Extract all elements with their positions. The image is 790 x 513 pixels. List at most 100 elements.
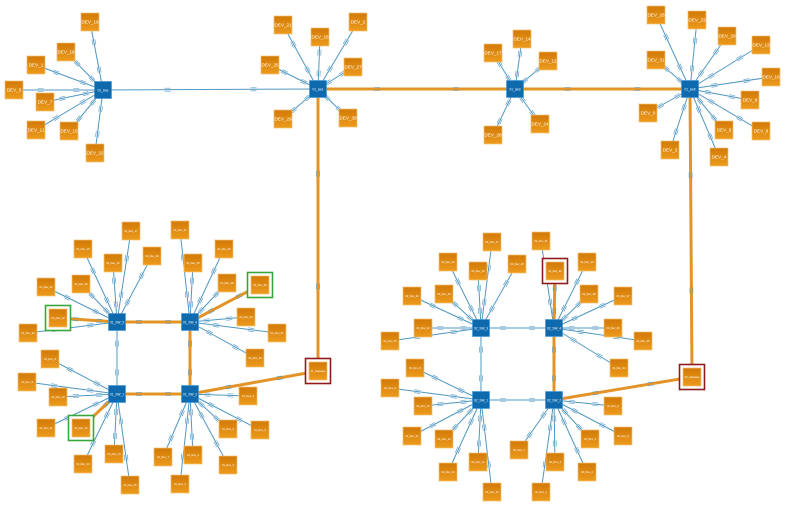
switch-node[interactable]: 01_SW_2 <box>181 385 199 403</box>
device-node[interactable]: 01_Dev_14 <box>104 444 124 464</box>
device-node[interactable]: 01_Dev_2 <box>170 474 190 494</box>
device-link[interactable] <box>112 393 119 455</box>
device-link[interactable] <box>189 321 256 359</box>
device-link[interactable] <box>414 367 482 401</box>
device-link[interactable] <box>553 261 588 329</box>
device-node[interactable]: 01_Dev_28 <box>217 273 237 293</box>
device-node[interactable]: 01_Dev_16 <box>103 253 123 273</box>
device-link[interactable] <box>26 381 118 395</box>
device-node[interactable]: 01_Dev_17 <box>121 221 141 241</box>
device-link[interactable] <box>476 270 483 329</box>
device-node[interactable]: 02_Dev_21 <box>402 286 422 306</box>
device-link[interactable] <box>115 322 119 394</box>
device-link[interactable] <box>317 21 359 90</box>
device-node[interactable]: 01_Dev_3 <box>218 455 238 475</box>
device-link[interactable] <box>669 88 691 151</box>
device-node[interactable]: 01_Dev_31 <box>267 323 287 343</box>
device-node[interactable]: 02_Dev_27 <box>613 286 633 306</box>
device-node[interactable]: DEV_3 <box>660 140 680 160</box>
device-node[interactable]: 01_Dev_24 <box>245 348 265 368</box>
device-link[interactable] <box>116 393 131 486</box>
device-link[interactable] <box>422 399 482 407</box>
device-node[interactable]: 02_Dev_8 <box>405 358 425 378</box>
device-node[interactable]: 01_Dev_20 <box>71 274 91 294</box>
device-link[interactable] <box>553 327 644 342</box>
device-link[interactable] <box>116 230 132 323</box>
device-node[interactable]: 01_Dev_21 <box>36 277 56 297</box>
device-link[interactable] <box>57 392 118 399</box>
device-link[interactable] <box>44 89 104 103</box>
device-link[interactable] <box>189 392 249 398</box>
device-node[interactable]: 01_Dev_1 <box>183 445 203 465</box>
device-node[interactable]: DEV_23 <box>687 10 707 30</box>
trunk-link[interactable] <box>553 375 693 402</box>
device-node[interactable]: DEV_7 <box>35 92 55 112</box>
device-node[interactable]: 02_Dev_25 <box>633 331 653 351</box>
device-link[interactable] <box>162 393 191 458</box>
device-node[interactable]: 02_Dev_30 <box>541 257 569 285</box>
trunk-link[interactable] <box>515 87 690 91</box>
device-node[interactable]: 01_Dev_9 <box>17 372 37 392</box>
device-link[interactable] <box>82 248 118 323</box>
device-link[interactable] <box>553 327 620 369</box>
trunk-link[interactable] <box>189 369 319 396</box>
device-link[interactable] <box>554 326 613 330</box>
device-link[interactable] <box>480 241 493 329</box>
device-node[interactable]: 01_Dev_22 <box>44 304 72 332</box>
device-node[interactable]: 02_Dev_29 <box>577 252 597 272</box>
device-node[interactable]: 01_Dev_11 <box>36 418 56 438</box>
switch-node[interactable]: 01_SW_4 <box>181 313 199 331</box>
device-link[interactable] <box>447 261 482 329</box>
device-node[interactable]: DEV_20 <box>717 26 737 46</box>
device-link[interactable] <box>480 263 518 329</box>
device-link[interactable] <box>480 399 493 493</box>
device-link[interactable] <box>179 393 191 485</box>
device-link[interactable] <box>189 393 261 431</box>
device-node[interactable]: 01_Dev_5 <box>238 386 258 406</box>
device-node[interactable]: 02_Dev_6 <box>603 396 623 416</box>
device-node[interactable]: 02_Dev_23 <box>380 331 400 351</box>
switch-node[interactable]: 02_SW_1 <box>472 391 490 409</box>
device-link[interactable] <box>27 321 118 334</box>
device-link[interactable] <box>552 399 557 463</box>
device-link[interactable] <box>481 398 554 402</box>
switch-node[interactable]: 02_SW_3 <box>472 319 490 337</box>
device-link[interactable] <box>411 295 482 329</box>
device-node[interactable]: DEV_14 <box>512 29 532 49</box>
device-link[interactable] <box>188 393 195 456</box>
device-link[interactable] <box>689 88 751 101</box>
device-node[interactable]: 01_Dev_7 <box>153 447 173 467</box>
device-node[interactable]: 02_Dev_11 <box>402 426 422 446</box>
device-node[interactable]: 02_Dev_5 <box>613 426 633 446</box>
device-link[interactable] <box>35 89 104 131</box>
trunk-link[interactable] <box>117 392 190 396</box>
device-node[interactable]: DEV_8 <box>751 121 771 141</box>
device-node[interactable]: DEV_30 <box>338 108 358 128</box>
device-link[interactable] <box>189 321 278 334</box>
switch-node[interactable]: 01_SW_3 <box>108 313 126 331</box>
device-node[interactable]: DEV_21 <box>273 15 293 35</box>
device-link[interactable] <box>553 399 588 473</box>
device-node[interactable]: 02_Dev_9 <box>380 378 400 398</box>
device-node[interactable]: 02_Dev_22 <box>413 318 433 338</box>
device-link[interactable] <box>389 327 482 342</box>
device-link[interactable] <box>188 262 195 323</box>
switch-node[interactable]: 02_SW_2 <box>545 391 563 409</box>
trunk-link[interactable] <box>188 322 192 394</box>
device-node[interactable]: DEV_18 <box>310 27 330 47</box>
device-node[interactable]: DEV_5 <box>4 80 24 100</box>
trunk-link[interactable] <box>117 320 190 324</box>
device-link[interactable] <box>189 248 225 323</box>
device-node[interactable]: 02_Dev_10 <box>413 396 433 416</box>
device-link[interactable] <box>14 88 103 92</box>
device-link[interactable] <box>447 399 482 473</box>
device-link[interactable] <box>689 76 772 90</box>
device-node[interactable]: 01_Dev_4 <box>218 419 238 439</box>
trunk-link[interactable] <box>318 87 515 91</box>
device-link[interactable] <box>476 399 483 463</box>
device-node[interactable]: DEV_17 <box>483 43 503 63</box>
device-link[interactable] <box>553 399 624 437</box>
device-link[interactable] <box>540 240 555 329</box>
device-node[interactable]: 02_Dev_31 <box>531 231 551 251</box>
